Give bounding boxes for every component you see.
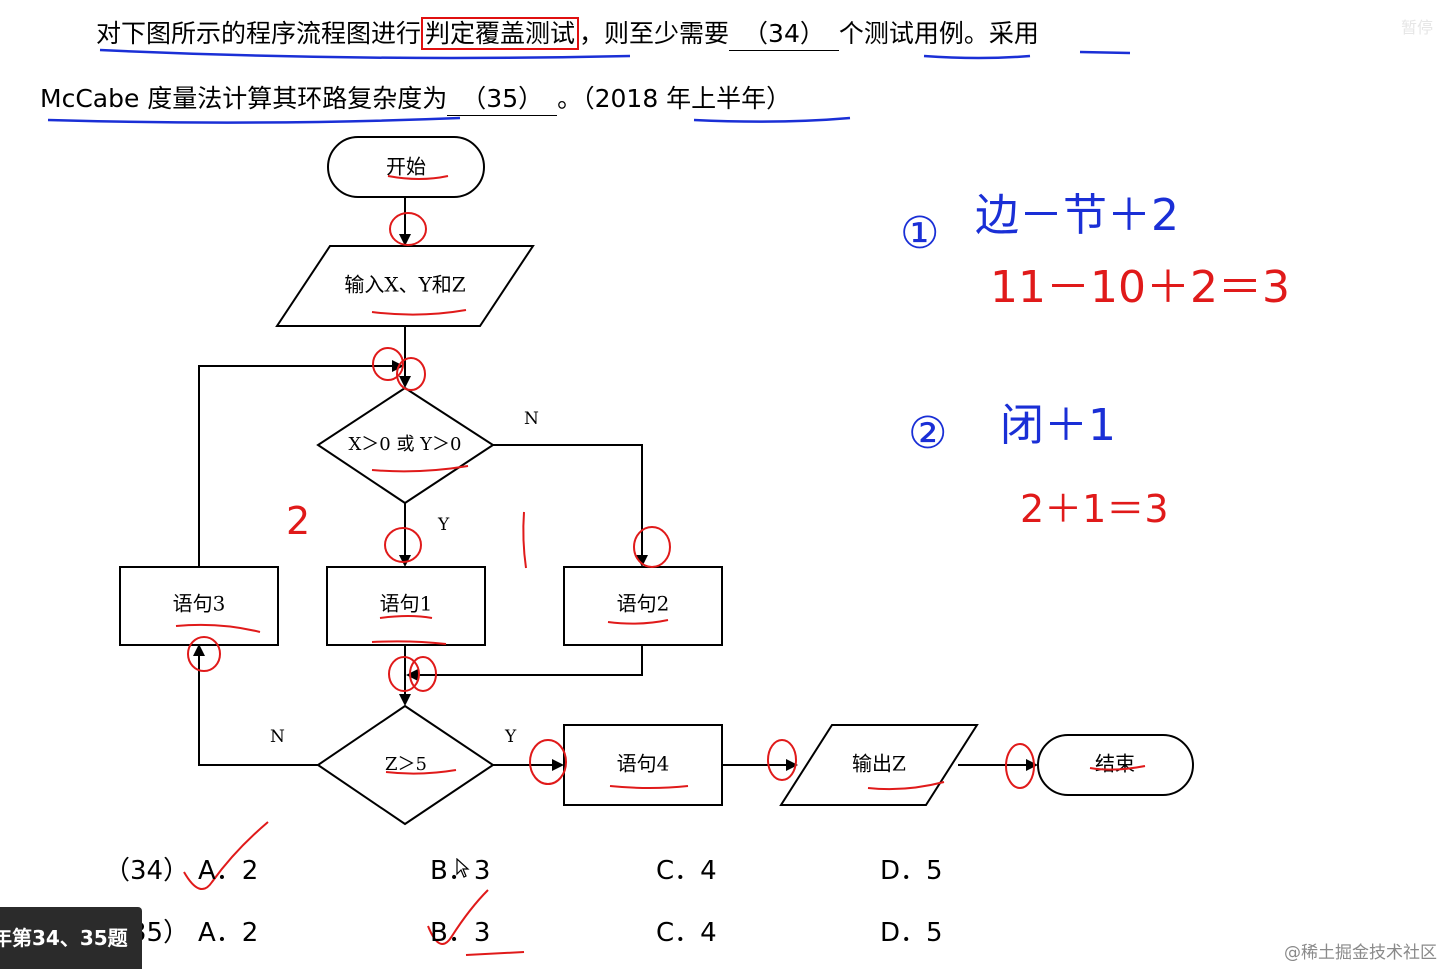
input-label: 输入X、Y和Z <box>344 273 465 297</box>
option-35-c[interactable]: C．4 <box>656 918 717 948</box>
question-text: McCabe 度量法计算其环路复杂度为 <box>40 84 448 113</box>
method1-number: ① <box>900 208 939 259</box>
mark-2: 2 <box>286 499 310 543</box>
method2-formula: 闭＋1 <box>1000 400 1116 451</box>
question-text: 个测试用例。采用 <box>838 19 1039 48</box>
stmt3-node <box>119 566 279 646</box>
option-35-b[interactable]: B．3 <box>430 918 491 948</box>
option-35-a[interactable]: A．2 <box>198 918 259 948</box>
start-node <box>327 136 485 198</box>
decision1-node <box>316 386 495 505</box>
edge-label-y2: Y <box>504 727 517 747</box>
output-label: 输出Z <box>852 752 906 776</box>
edge-label-y1: Y <box>437 515 450 535</box>
end-node <box>1037 734 1194 796</box>
blank-35: （35） <box>447 79 558 116</box>
question-line-1: 对下图所示的程序流程图进行判定覆盖测试，则至少需要（34）个测试用例。采用 <box>96 14 1039 51</box>
question-text: 。（2018 年上半年） <box>557 84 792 113</box>
question-line-2: McCabe 度量法计算其环路复杂度为（35）。（2018 年上半年） <box>40 79 791 116</box>
edge-stmt3-loop <box>198 360 404 566</box>
end-label: 结束 <box>1095 752 1135 776</box>
option-34-d[interactable]: D．5 <box>880 856 943 886</box>
stmt1-node <box>326 566 486 646</box>
edge-label-n1: N <box>524 409 539 429</box>
stmt4-node <box>563 724 723 806</box>
edge-label-n2: N <box>270 727 285 747</box>
edge-decision2-stmt3 <box>193 644 318 766</box>
method1-calc: 11－10＋2＝3 <box>990 262 1290 313</box>
edge-decision1-stmt2 <box>493 444 648 567</box>
video-chapter-badge[interactable]: 年第34、35题 <box>0 907 142 969</box>
stmt3-label: 语句3 <box>173 592 226 616</box>
question-text: 对下图所示的程序流程图进行 <box>96 19 422 48</box>
decision2-label: Z＞5 <box>385 754 427 775</box>
blue-underlines <box>47 48 1131 124</box>
stmt2-label: 语句2 <box>617 592 670 616</box>
mouse-cursor-icon <box>456 858 470 878</box>
stmt1-label: 语句1 <box>380 592 433 616</box>
highlight-box: 判定覆盖测试 <box>421 17 580 50</box>
start-label: 开始 <box>386 155 426 179</box>
stmt4-label: 语句4 <box>617 752 670 776</box>
stmt2-node <box>563 566 723 646</box>
edge-stmt2-merge <box>406 645 643 681</box>
option-35-d[interactable]: D．5 <box>880 918 943 948</box>
method1-formula: 边－节＋2 <box>975 190 1179 241</box>
question-text: ，则至少需要 <box>579 19 730 48</box>
blank-34: （34） <box>729 14 839 51</box>
option-label: （34） <box>104 856 190 886</box>
input-node <box>275 245 535 327</box>
method2-calc: 2＋1＝3 <box>1020 487 1169 531</box>
red-annotations <box>175 175 1146 956</box>
option-34-a[interactable]: A．2 <box>198 856 259 886</box>
corner-overlay-text: 暂停 <box>1400 18 1433 37</box>
decision1-label: X＞0 或 Y＞0 <box>348 434 461 455</box>
option-34-c[interactable]: C．4 <box>656 856 717 886</box>
method2-number: ② <box>908 408 947 459</box>
decision2-node <box>316 704 495 826</box>
watermark: @稀土掘金技术社区 <box>1284 943 1437 963</box>
